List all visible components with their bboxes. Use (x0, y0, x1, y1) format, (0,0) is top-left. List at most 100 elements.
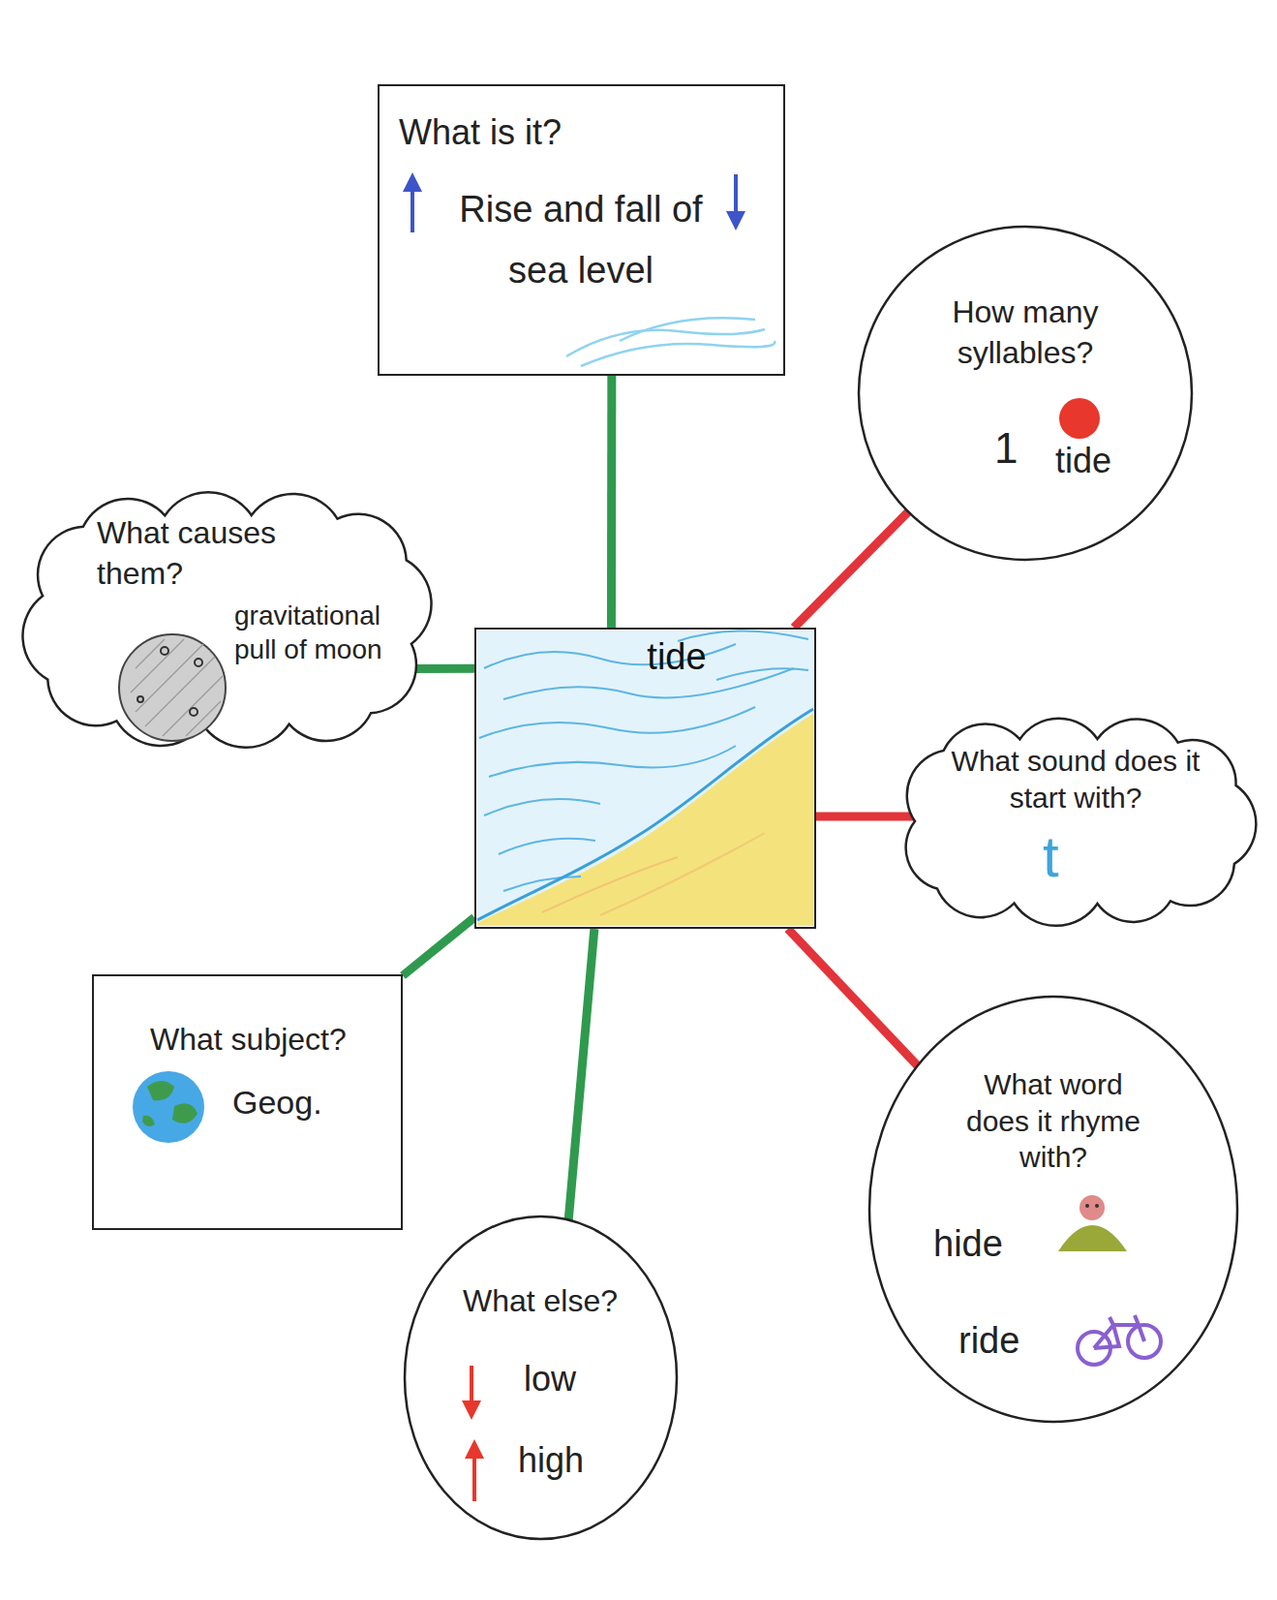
answer-text: hide (933, 1221, 1040, 1267)
branch-line (402, 916, 475, 975)
question-box: What subject? Geog. (91, 973, 403, 1230)
branch-line (793, 511, 909, 628)
sea-and-beach-illustration (477, 630, 814, 926)
moon-crater (189, 707, 198, 716)
moon-shading (130, 638, 223, 736)
question-text: What is it? (398, 111, 719, 153)
keyword-text: tide (618, 635, 735, 680)
question-circle: How many syllables? 1 tide (856, 224, 1194, 562)
shade-line (130, 638, 184, 693)
question-circle: What else? low high (402, 1214, 679, 1541)
answer-text: low (523, 1357, 611, 1399)
moon-drawing (119, 634, 226, 741)
shade-line (162, 675, 223, 736)
branch-line (568, 928, 595, 1220)
question-text: What causes them? (96, 513, 330, 594)
wave-line (503, 876, 581, 891)
circle-shape (869, 996, 1238, 1422)
keyword-box: tide (474, 627, 817, 929)
sand-shading (600, 832, 765, 915)
circle-outline (867, 994, 1240, 1424)
bike-wheel (1077, 1331, 1111, 1365)
wave-line (484, 643, 736, 669)
mole-head (1079, 1194, 1105, 1220)
globe-land (147, 1080, 175, 1100)
up-arrow-head (402, 172, 423, 192)
globe-sea (132, 1070, 205, 1143)
moon-crater (160, 646, 169, 655)
wave-line (677, 630, 809, 641)
answer-text: t (1042, 827, 1101, 886)
question-text: What word does it rhyme with? (951, 1065, 1156, 1176)
shade-line (135, 638, 165, 669)
answer-text: 1 (994, 423, 1024, 475)
question-text: What subject? (150, 1020, 393, 1058)
sea-fill (477, 630, 814, 926)
wave-line (619, 317, 756, 341)
wave-line (484, 798, 601, 816)
bike-wheel (1127, 1324, 1161, 1358)
question-box: What is it? Rise and fall of sea level (377, 84, 786, 376)
globe-land (172, 1102, 198, 1124)
sea-waves (479, 630, 809, 891)
wave-line (479, 706, 756, 738)
answer-text: ride (958, 1318, 1065, 1364)
down-arrow-shaft (733, 174, 738, 217)
answer-text: high (517, 1438, 615, 1481)
question-cloud: What causes them?gravitational pull of m… (15, 489, 439, 750)
down-arrow-head (726, 211, 746, 231)
up-arrow-shaft (472, 1454, 477, 1501)
bike-frame (1094, 1314, 1145, 1348)
rise-fall-arrows (402, 172, 746, 233)
moon-disc (119, 634, 226, 741)
down-arrow-shaft (469, 1365, 474, 1404)
wave-line (716, 668, 809, 680)
answer-text: gravitational pull of moon (234, 598, 424, 667)
question-text: What else? (443, 1281, 638, 1319)
down-arrow-head (461, 1399, 482, 1420)
mole-hiding-drawing (1058, 1194, 1127, 1251)
syllable-dot (1059, 397, 1100, 439)
moon-crater (194, 658, 203, 667)
branch-line (607, 375, 616, 628)
sand-fill (477, 713, 814, 926)
wave-line (580, 340, 775, 366)
answer-text: tide (1055, 439, 1153, 482)
circle-shape (404, 1216, 677, 1539)
branch-line (409, 664, 475, 673)
mole-eye (1094, 1203, 1099, 1208)
globe-land (142, 1115, 155, 1126)
wave-line (566, 329, 765, 357)
shade-line (135, 643, 204, 712)
hill (1058, 1224, 1127, 1251)
low-high-arrows (461, 1365, 485, 1501)
circle-shape (858, 226, 1192, 560)
bike-drawing (1077, 1314, 1161, 1365)
wave-line (498, 838, 596, 854)
branch-line (788, 928, 918, 1065)
sea-waves-sketch (566, 317, 775, 366)
answer-text: Geog. (232, 1082, 359, 1123)
answer-text: Rise and fall of sea level (445, 179, 717, 301)
mole-eye (1085, 1203, 1090, 1208)
shore-line (477, 708, 814, 920)
cloud-shape (906, 718, 1257, 926)
wave-line (488, 745, 736, 777)
circle-outline (856, 224, 1194, 562)
question-cloud: What sound does it start with? t (887, 713, 1265, 929)
question-text: What sound does it start with? (940, 742, 1212, 816)
wave-line (503, 668, 794, 700)
up-arrow-head (464, 1438, 485, 1459)
branch-line (816, 811, 915, 821)
globe-drawing (132, 1070, 205, 1143)
shade-line (185, 700, 221, 736)
question-text: How many syllables? (918, 292, 1132, 373)
sand-shading (542, 856, 678, 913)
shade-line (145, 656, 215, 727)
moon-crater (137, 696, 144, 702)
cloud-shape (22, 491, 431, 748)
up-arrow-shaft (410, 185, 415, 233)
question-circle: What word does it rhyme with? hide ride (867, 994, 1240, 1424)
